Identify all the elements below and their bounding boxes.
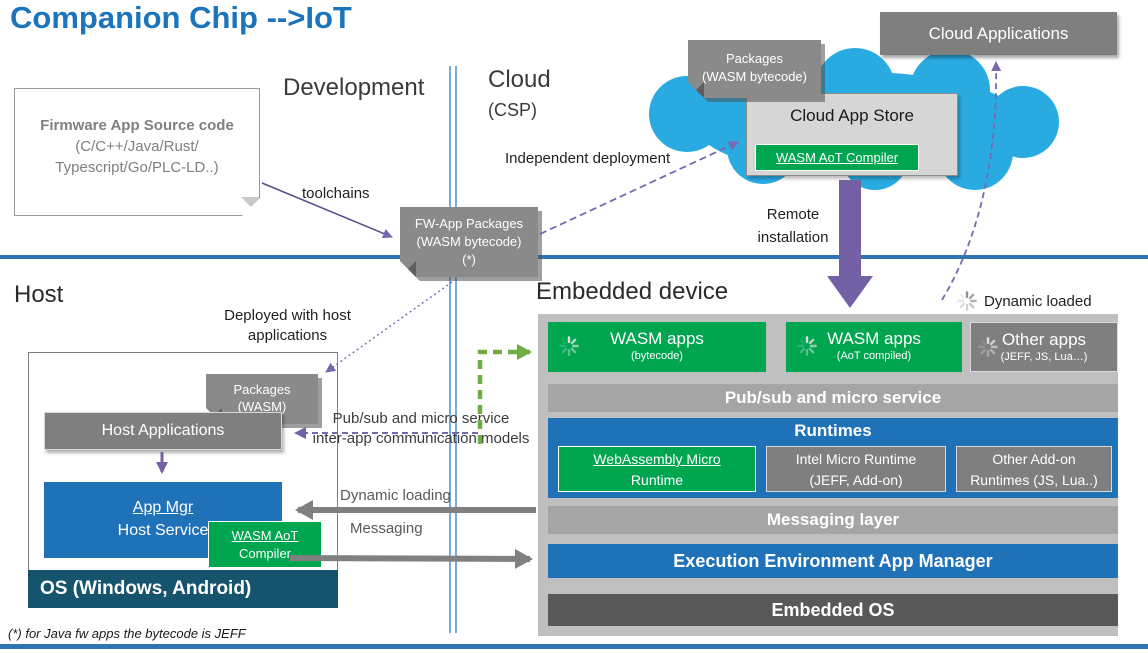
cloud-app-store-box: Cloud App Store WASM AoT Compiler	[746, 93, 958, 176]
spinner-icon	[796, 335, 818, 357]
firmware-source-box: Firmware App Source code (C/C++/Java/Rus…	[14, 88, 260, 216]
host-packages-line1: Packages	[233, 382, 291, 397]
messaging-layer-bar: Messaging layer	[548, 506, 1118, 534]
wasm-apps-aot-box: WASM apps (AoT compiled)	[786, 322, 962, 372]
fw-app-packages-line1: FW-App Packages	[414, 216, 524, 231]
dynamic-loaded-label: Dynamic loaded	[984, 293, 1092, 310]
fw-app-packages-note: FW-App Packages (WASM bytecode) (*)	[400, 207, 538, 277]
wamr-line2: Runtime	[630, 472, 684, 488]
execution-environment-bar: Execution Environment App Manager	[548, 544, 1118, 578]
other-apps-box: Other apps (JEFF, JS, Lua…)	[970, 322, 1118, 372]
messaging-label: Messaging	[350, 520, 423, 537]
host-wasm-aot-compiler-box: WASM AoT Compiler	[208, 521, 322, 568]
pubsub-service-bar: Pub/sub and micro service	[548, 384, 1118, 412]
spinner-icon	[558, 335, 580, 357]
remote-label-line2: installation	[757, 229, 829, 246]
pubsub-models-label: Pub/sub and micro service inter-app comm…	[296, 409, 546, 449]
pubsub-models-line1: Pub/sub and micro service	[332, 410, 510, 427]
remote-installation-label: Remote installation	[745, 203, 841, 249]
deployed-label-line2: applications	[247, 327, 328, 344]
embedded-os-bar: Embedded OS	[548, 594, 1118, 626]
wasm-apps-bytecode-subtitle: (bytecode)	[631, 350, 683, 362]
fw-app-packages-line3: (*)	[462, 252, 476, 267]
webassembly-micro-runtime-box: WebAssembly Micro Runtime	[558, 446, 756, 492]
wasm-apps-bytecode-title: WASM apps	[610, 329, 704, 348]
spinner-icon	[956, 290, 978, 312]
wasm-apps-bytecode-box: WASM apps (bytecode)	[548, 322, 766, 372]
cloud-applications-box: Cloud Applications	[880, 12, 1117, 55]
deployed-with-host-label: Deployed with host applications	[190, 306, 385, 346]
firmware-box-line2: (C/C++/Java/Rust/	[75, 138, 199, 155]
toolchains-label: toolchains	[302, 185, 370, 202]
app-mgr-line2: Host Service	[117, 522, 209, 539]
dynamic-loading-label: Dynamic loading	[340, 487, 451, 504]
cloud-packages-line1: Packages	[725, 51, 784, 66]
host-packages-line2: (WASM)	[237, 399, 287, 414]
firmware-box-title: Firmware App Source code	[40, 117, 234, 134]
cloud-wasm-aot-compiler-box: WASM AoT Compiler	[755, 144, 919, 171]
cloud-packages-note: Packages (WASM bytecode)	[688, 40, 821, 98]
section-label-embedded-device: Embedded device	[536, 278, 729, 305]
runtimes-header: Runtimes	[794, 421, 872, 440]
intel-micro-runtime-box: Intel Micro Runtime (JEFF, Add-on)	[766, 446, 946, 492]
horizontal-divider	[0, 255, 1148, 259]
spinner-icon	[977, 336, 999, 358]
wasm-apps-aot-subtitle: (AoT compiled)	[836, 350, 912, 362]
footnote: (*) for Java fw apps the bytecode is JEF…	[8, 626, 246, 641]
app-mgr-line1: App Mgr	[132, 499, 194, 516]
page-title: Companion Chip -->IoT	[10, 0, 352, 35]
other-addon-runtimes-box: Other Add-on Runtimes (JS, Lua..)	[956, 446, 1112, 492]
deployed-label-line1: Deployed with host	[224, 307, 351, 324]
fw-app-packages-line2: (WASM bytecode)	[416, 234, 522, 249]
host-compiler-line1: WASM AoT	[231, 528, 299, 543]
host-applications-box: Host Applications	[44, 412, 282, 450]
wasm-apps-aot-title: WASM apps	[827, 329, 921, 348]
bottom-divider	[0, 644, 1148, 649]
section-label-cloud: Cloud	[488, 66, 551, 93]
other-apps-subtitle: (JEFF, JS, Lua…)	[1000, 351, 1088, 363]
runtimes-section: Runtimes WebAssembly Micro Runtime Intel…	[548, 418, 1118, 498]
vertical-divider	[449, 66, 457, 633]
wamr-line1: WebAssembly Micro	[593, 451, 721, 467]
other-apps-title: Other apps	[1001, 330, 1087, 349]
independent-deployment-label: Independent deployment	[505, 150, 671, 167]
host-compiler-line2: Compiler	[238, 546, 291, 561]
host-os-bar: OS (Windows, Android)	[28, 570, 338, 608]
section-label-csp: (CSP)	[488, 100, 537, 120]
other-runtime-line2: Runtimes (JS, Lua..)	[970, 472, 1098, 488]
intel-runtime-line1: Intel Micro Runtime	[795, 451, 917, 467]
remote-label-line1: Remote	[766, 206, 820, 223]
section-label-development: Development	[283, 74, 425, 101]
cloud-packages-line2: (WASM bytecode)	[702, 69, 807, 84]
cloud-app-store-title: Cloud App Store	[790, 106, 914, 125]
intel-runtime-line2: (JEFF, Add-on)	[809, 472, 903, 488]
other-runtime-line1: Other Add-on	[992, 451, 1076, 467]
firmware-box-line3: Typescript/Go/PLC-LD..)	[55, 159, 219, 176]
embedded-device-panel: WASM apps (bytecode) WASM apps (AoT comp…	[538, 314, 1118, 636]
section-label-host: Host	[14, 281, 64, 308]
pubsub-models-line2: inter-app communication models	[312, 430, 530, 447]
